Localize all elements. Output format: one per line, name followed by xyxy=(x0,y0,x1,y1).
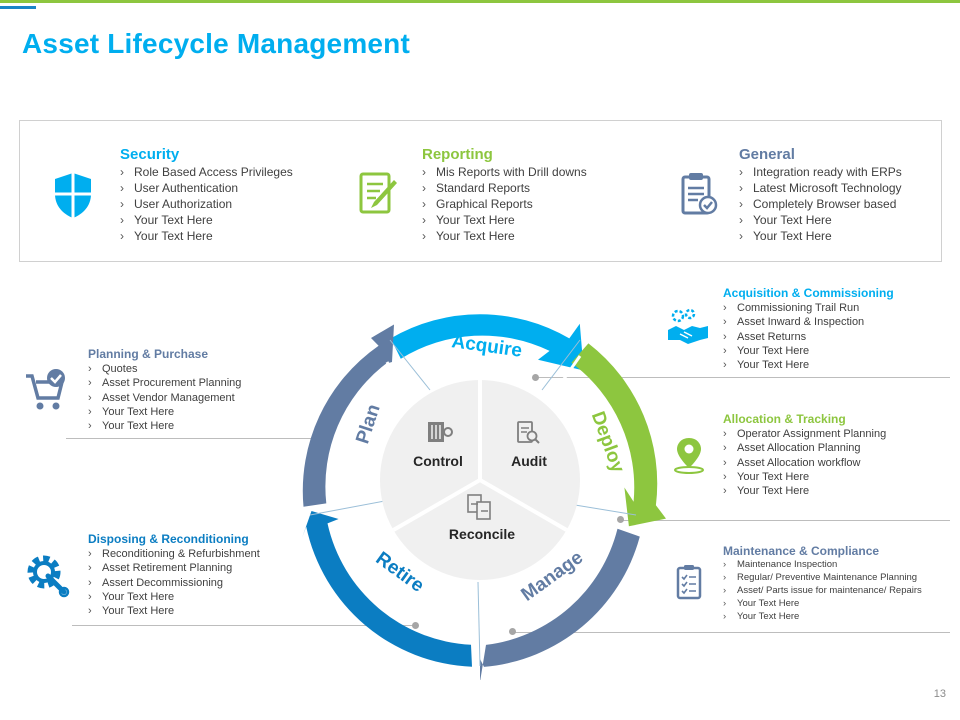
list-item: Asset Inward & Inspection xyxy=(723,315,864,329)
cycle-arrows xyxy=(302,314,666,680)
audit-icon xyxy=(517,421,540,444)
list-item: Standard Reports xyxy=(422,180,587,196)
list-item: Asset Allocation workflow xyxy=(723,456,886,470)
clipboard-check-icon xyxy=(681,173,718,215)
list-item: Your Text Here xyxy=(723,610,922,623)
general-title: General xyxy=(739,146,795,163)
acquisition-list: Commissioning Trail Run Asset Inward & I… xyxy=(723,301,864,372)
disposing-title: Disposing & Reconditioning xyxy=(88,532,249,546)
list-item: Integration ready with ERPs xyxy=(739,164,902,180)
security-title: Security xyxy=(120,146,180,163)
page-title: Asset Lifecycle Management xyxy=(22,28,411,59)
list-item: Maintenance Inspection xyxy=(723,558,922,571)
list-item: Asset Vendor Management xyxy=(88,391,241,405)
disposing-list: Reconditioning & Refurbishment Asset Ret… xyxy=(88,547,260,618)
list-item: Assert Decommissioning xyxy=(88,576,260,590)
list-item: Your Text Here xyxy=(88,405,241,419)
connector-dot-disposing xyxy=(412,622,419,629)
list-item: Asset Allocation Planning xyxy=(723,441,886,455)
lifecycle-diagram: Acquire Deploy Manage Retire Plan Contro… xyxy=(302,314,666,680)
connector-dot-allocation xyxy=(617,516,624,523)
connector-line-allocation xyxy=(620,520,950,521)
connector-dot-maintenance xyxy=(509,628,516,635)
list-item: Mis Reports with Drill downs xyxy=(422,164,587,180)
arc-acquire xyxy=(390,314,584,371)
general-list: Integration ready with ERPs Latest Micro… xyxy=(739,164,902,244)
list-item: Your Text Here xyxy=(739,212,902,228)
connector-line-acquisition xyxy=(536,377,950,378)
list-item: Asset Returns xyxy=(723,330,864,344)
center-control-label: Control xyxy=(413,453,463,469)
list-item: Your Text Here xyxy=(723,358,864,372)
top-accent-bar xyxy=(0,0,960,3)
center-reconcile-label: Reconcile xyxy=(449,526,515,542)
reconcile-icon xyxy=(467,494,491,520)
list-item: Role Based Access Privileges xyxy=(120,164,293,180)
planning-list: Quotes Asset Procurement Planning Asset … xyxy=(88,362,241,433)
reporting-list: Mis Reports with Drill downs Standard Re… xyxy=(422,164,587,244)
checklist-icon xyxy=(676,565,702,600)
list-item: Graphical Reports xyxy=(422,196,587,212)
connector-line-disposing xyxy=(72,625,418,626)
list-item: Your Text Here xyxy=(120,212,293,228)
arc-retire xyxy=(302,511,472,667)
list-item: Your Text Here xyxy=(723,344,864,358)
location-pin-icon xyxy=(674,438,704,474)
allocation-list: Operator Assignment Planning Asset Alloc… xyxy=(723,427,886,498)
top-accent-mark xyxy=(0,6,36,9)
list-item: Commissioning Trail Run xyxy=(723,301,864,315)
list-item: Your Text Here xyxy=(739,228,902,244)
reporting-title: Reporting xyxy=(422,146,493,163)
list-item: User Authorization xyxy=(120,196,293,212)
arc-deploy xyxy=(571,343,666,527)
allocation-title: Allocation & Tracking xyxy=(723,412,846,426)
list-item: Your Text Here xyxy=(88,419,241,433)
maintenance-list: Maintenance Inspection Regular/ Preventi… xyxy=(723,558,922,623)
list-item: Latest Microsoft Technology xyxy=(739,180,902,196)
stage-plan: Plan xyxy=(352,402,384,447)
page-number: 13 xyxy=(933,688,946,700)
arc-manage xyxy=(480,528,640,680)
connector-dot-acquisition xyxy=(532,374,539,381)
list-item: Reconditioning & Refurbishment xyxy=(88,547,260,561)
segment-reconcile xyxy=(393,480,567,580)
list-item: Operator Assignment Planning xyxy=(723,427,886,441)
planning-title: Planning & Purchase xyxy=(88,347,209,361)
cart-check-icon xyxy=(26,369,65,410)
gear-wrench-icon xyxy=(27,555,70,598)
list-item: Your Text Here xyxy=(723,470,886,484)
document-pencil-icon xyxy=(359,172,397,214)
control-icon xyxy=(428,422,453,442)
list-item: User Authentication xyxy=(120,180,293,196)
list-item: Asset/ Parts issue for maintenance/ Repa… xyxy=(723,584,922,597)
list-item: Asset Procurement Planning xyxy=(88,376,241,390)
list-item: Your Text Here xyxy=(88,590,260,604)
maintenance-title: Maintenance & Compliance xyxy=(723,544,880,558)
center-audit-label: Audit xyxy=(511,453,547,469)
handshake-icon xyxy=(668,308,708,344)
connector-line-planning xyxy=(66,438,316,439)
arc-plan xyxy=(302,324,394,507)
list-item: Quotes xyxy=(88,362,241,376)
list-item: Your Text Here xyxy=(88,604,260,618)
list-item: Your Text Here xyxy=(422,212,587,228)
connector-line-maintenance xyxy=(512,632,950,633)
list-item: Your Text Here xyxy=(120,228,293,244)
center-pie xyxy=(380,380,580,580)
shield-icon xyxy=(55,173,91,218)
list-item: Regular/ Preventive Maintenance Planning xyxy=(723,571,922,584)
security-list: Role Based Access Privileges User Authen… xyxy=(120,164,293,244)
list-item: Your Text Here xyxy=(422,228,587,244)
list-item: Your Text Here xyxy=(723,597,922,610)
list-item: Your Text Here xyxy=(723,484,886,498)
list-item: Asset Retirement Planning xyxy=(88,561,260,575)
acquisition-title: Acquisition & Commissioning xyxy=(723,286,894,300)
list-item: Completely Browser based xyxy=(739,196,902,212)
